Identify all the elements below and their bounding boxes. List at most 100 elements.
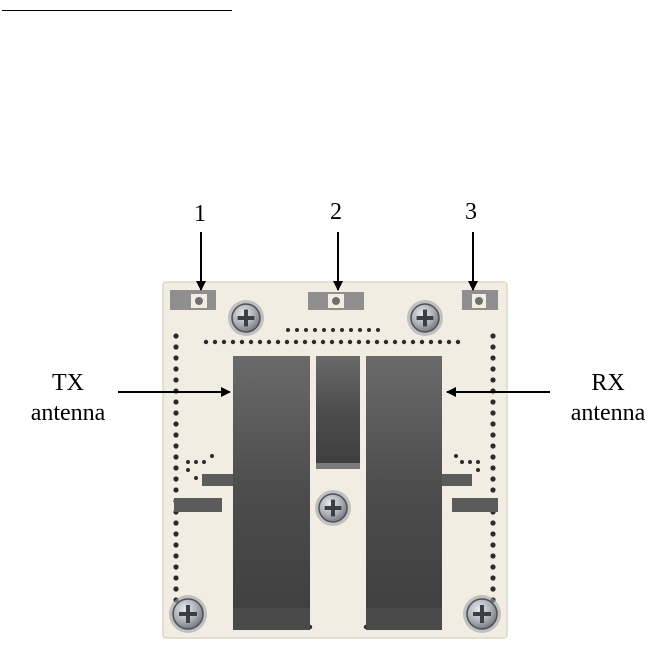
- via-hole: [276, 340, 280, 344]
- port-pad-2: [308, 292, 364, 310]
- screw-icon: [463, 595, 501, 633]
- center-feed: [316, 463, 360, 469]
- via-hole: [330, 340, 334, 344]
- via-hole: [173, 542, 178, 547]
- via-hole: [173, 421, 178, 426]
- bottom-ground-left: [233, 608, 310, 630]
- marker-label-2: 2: [330, 200, 342, 224]
- via-hole: [476, 468, 480, 472]
- via-hole: [447, 340, 451, 344]
- via-hole: [173, 344, 178, 349]
- via-hole: [173, 410, 178, 415]
- rx-label-line2: antenna: [556, 398, 660, 428]
- via-hole: [173, 564, 178, 569]
- via-hole: [490, 476, 495, 481]
- via-hole: [367, 328, 371, 332]
- via-hole: [490, 564, 495, 569]
- via-hole: [384, 340, 388, 344]
- via-hole: [267, 340, 271, 344]
- via-hole: [476, 460, 480, 464]
- via-hole: [173, 366, 178, 371]
- via-hole: [490, 531, 495, 536]
- marker-label-3: 3: [465, 200, 477, 224]
- via-hole: [375, 340, 379, 344]
- port-pad-1: [170, 290, 216, 310]
- via-hole: [490, 443, 495, 448]
- screw-icon: [228, 300, 264, 336]
- via-hole: [312, 340, 316, 344]
- via-hole: [173, 432, 178, 437]
- via-hole: [204, 340, 208, 344]
- rx-feed-line: [442, 474, 472, 486]
- via-hole: [331, 328, 335, 332]
- via-hole: [490, 454, 495, 459]
- via-hole: [321, 340, 325, 344]
- via-hole: [173, 520, 178, 525]
- via-hole: [173, 553, 178, 558]
- via-hole: [285, 340, 289, 344]
- via-hole: [303, 340, 307, 344]
- via-hole: [173, 465, 178, 470]
- via-hole: [339, 340, 343, 344]
- port-pad-3: [462, 290, 498, 310]
- marker-label-1: 1: [194, 202, 206, 226]
- via-hole: [468, 460, 472, 464]
- rx-stub: [452, 498, 498, 512]
- via-hole: [460, 460, 464, 464]
- via-hole: [490, 586, 495, 591]
- tx-label-line2: antenna: [18, 398, 118, 428]
- via-hole: [249, 340, 253, 344]
- via-hole: [173, 355, 178, 360]
- via-hole: [438, 340, 442, 344]
- screw-icon: [315, 490, 351, 526]
- via-hole: [294, 340, 298, 344]
- tx-feed-line: [202, 474, 233, 486]
- via-hole: [490, 520, 495, 525]
- via-hole: [210, 454, 214, 458]
- via-hole: [490, 432, 495, 437]
- via-hole: [366, 340, 370, 344]
- via-hole: [222, 340, 226, 344]
- via-hole: [490, 377, 495, 382]
- via-hole: [358, 328, 362, 332]
- via-hole: [173, 531, 178, 536]
- via-hole: [313, 328, 317, 332]
- via-hole: [490, 366, 495, 371]
- via-hole: [490, 487, 495, 492]
- via-hole: [202, 460, 206, 464]
- via-hole: [173, 487, 178, 492]
- via-hole: [173, 476, 178, 481]
- via-hole: [186, 460, 190, 464]
- tx-stub: [174, 498, 222, 512]
- via-hole: [173, 575, 178, 580]
- via-hole: [411, 340, 415, 344]
- via-hole: [304, 328, 308, 332]
- via-hole: [490, 333, 495, 338]
- via-hole: [213, 340, 217, 344]
- via-hole: [357, 340, 361, 344]
- screw-icon: [169, 595, 207, 633]
- via-hole: [490, 344, 495, 349]
- via-hole: [173, 377, 178, 382]
- via-hole: [490, 542, 495, 547]
- via-hole: [194, 460, 198, 464]
- via-hole: [349, 328, 353, 332]
- via-hole: [490, 575, 495, 580]
- via-hole: [490, 465, 495, 470]
- via-hole: [456, 340, 460, 344]
- via-hole: [240, 340, 244, 344]
- via-hole: [376, 328, 380, 332]
- via-hole: [393, 340, 397, 344]
- via-hole: [490, 421, 495, 426]
- screw-icon: [407, 300, 443, 336]
- via-hole: [490, 399, 495, 404]
- via-hole: [173, 454, 178, 459]
- via-hole: [490, 410, 495, 415]
- tx-antenna-patch: [233, 356, 310, 618]
- rx-label-line1: RX: [556, 368, 660, 398]
- via-hole: [420, 340, 424, 344]
- center-strip: [316, 356, 360, 463]
- via-hole: [295, 328, 299, 332]
- via-hole: [286, 328, 290, 332]
- via-hole: [454, 454, 458, 458]
